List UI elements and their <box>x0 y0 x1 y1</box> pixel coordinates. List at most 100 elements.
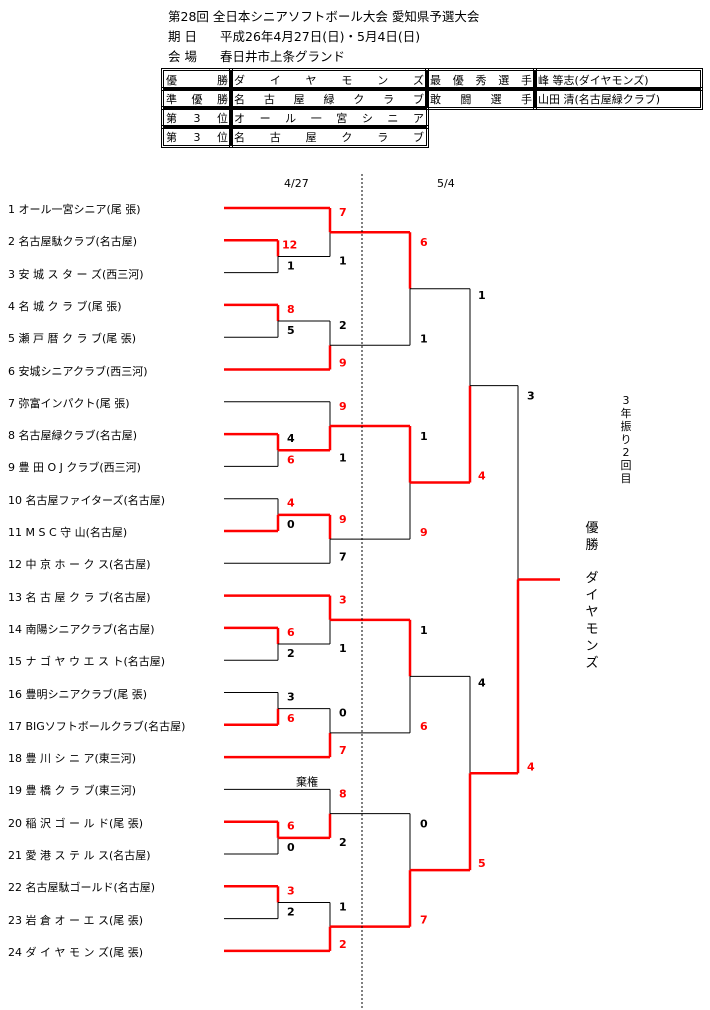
round1-date: 4/27 <box>284 177 309 190</box>
award-player: 山田 清(名古屋緑クラブ) <box>533 87 703 110</box>
team-entry: 18 豊 川 シ ニ ア(東三河) <box>8 752 137 766</box>
team-entry: 24 ダ イ ヤ モ ン ズ(尾 張) <box>8 945 144 959</box>
team-entry: 14 南陽シニアクラブ(名古屋) <box>8 622 155 636</box>
results-row: 第3位 オール一宮シニア <box>161 106 701 129</box>
award-label: 最優秀選手 <box>425 68 537 91</box>
score-label: 4 <box>478 676 486 689</box>
score-label: 2 <box>287 906 295 919</box>
score-label: 0 <box>339 707 347 720</box>
team-entry: 17 BIGソフトボールクラブ(名古屋) <box>8 719 186 733</box>
score-label: 7 <box>420 914 428 927</box>
score-label: 1 <box>287 260 295 273</box>
team-entry: 11 M S C 守 山(名古屋) <box>8 526 128 539</box>
score-label: 4 <box>287 432 295 445</box>
team-entry: 13 名 古 屋 ク ラ ブ(名古屋) <box>8 590 151 604</box>
score-label: 6 <box>420 236 428 249</box>
award-label: 敢闘選手 <box>425 87 537 110</box>
score-label: 4 <box>527 760 535 773</box>
team-entry: 3 安 城 ス タ ー ズ(西三河) <box>8 267 144 281</box>
score-label: 6 <box>420 720 428 733</box>
team-entry: 7 弥富インパクト(尾 張) <box>8 396 130 410</box>
result-label: 優勝 <box>161 68 233 91</box>
score-label: 7 <box>339 744 347 757</box>
score-label: 1 <box>420 430 428 443</box>
score-label: 12 <box>282 238 297 251</box>
score-label: 2 <box>339 836 347 849</box>
score-label: 3 <box>339 594 347 607</box>
team-entry: 1 オール一宮シニア(尾 張) <box>8 203 141 216</box>
score-label: 6 <box>287 453 295 466</box>
venue-value: 春日井市上条グランド <box>220 49 346 64</box>
results-row: 優勝 ダイヤモンズ 最優秀選手 峰 等志(ダイヤモンズ) <box>161 68 703 91</box>
team-entry: 16 豊明シニアクラブ(尾 張) <box>8 687 148 701</box>
results-row: 第3位 名古屋クラブ <box>161 125 701 148</box>
period-line: 期 日 平成26年4月27日(日)・5月4日(日) <box>168 26 420 45</box>
award-player: 峰 等志(ダイヤモンズ) <box>533 68 703 91</box>
score-label: 2 <box>287 647 295 660</box>
score-label: 6 <box>287 626 295 639</box>
score-label: 3 <box>287 884 295 897</box>
team-entry: 5 瀬 戸 暦 ク ラ ブ(尾 張) <box>8 332 137 346</box>
champion-team: ダイヤモンズ <box>585 571 599 671</box>
score-label: 7 <box>339 550 347 563</box>
team-entry: 20 稲 沢 ゴ ー ル ド(尾 張) <box>8 816 144 830</box>
result-label: 第3位 <box>161 106 233 129</box>
score-label: 5 <box>478 857 486 870</box>
venue-label: 会 場 <box>168 49 197 64</box>
score-label: 1 <box>339 642 347 655</box>
score-label: 1 <box>478 289 486 302</box>
score-label: 3 <box>287 691 295 704</box>
score-label: 0 <box>287 841 295 854</box>
score-label: 5 <box>287 324 295 337</box>
tournament-title: 第28回 全日本シニアソフトボール大会 愛知県予選大会 <box>168 9 480 24</box>
champion-label: 優勝 <box>585 521 599 553</box>
team-entry: 12 中 京 ホ ー ク ス(名古屋) <box>8 558 151 572</box>
result-team: オール一宮シニア <box>229 106 429 129</box>
period-label: 期 日 <box>168 29 197 44</box>
score-label: 2 <box>339 319 347 332</box>
result-label: 準優勝 <box>161 87 233 110</box>
score-label: 1 <box>420 624 428 637</box>
score-label: 4 <box>478 470 486 483</box>
score-label: 0 <box>287 518 295 531</box>
score-label: 1 <box>339 451 347 464</box>
period-value: 平成26年4月27日(日)・5月4日(日) <box>220 29 421 44</box>
team-entry: 2 名古屋駄クラブ(名古屋) <box>8 235 138 249</box>
score-label: 9 <box>420 526 428 539</box>
round2-date: 5/4 <box>437 177 455 190</box>
score-label: 9 <box>339 357 347 370</box>
score-label: 1 <box>420 332 428 345</box>
score-label: 6 <box>287 820 295 833</box>
score-label: 1 <box>339 254 347 267</box>
result-team: 名古屋クラブ <box>229 125 429 148</box>
score-label: 0 <box>420 818 428 831</box>
team-entry: 23 岩 倉 オ ー エ ス(尾 張) <box>8 913 144 927</box>
result-team: 名古屋緑クラブ <box>229 87 429 110</box>
venue-line: 会 場 春日井市上条グランド <box>168 46 345 65</box>
team-entry: 19 豊 橋 ク ラ ブ(東三河) <box>8 784 137 798</box>
team-entry: 15 ナ ゴ ヤ ウ エ ス ト(名古屋) <box>8 655 166 669</box>
score-label: 9 <box>339 513 347 526</box>
team-entry: 4 名 城 ク ラ ブ(尾 張) <box>8 299 122 313</box>
score-label: 9 <box>339 400 347 413</box>
result-label: 第3位 <box>161 125 233 148</box>
champion-note: 3年振り2回目 <box>620 394 632 485</box>
team-entry: 6 安城シニアクラブ(西三河) <box>8 364 148 378</box>
score-label: 2 <box>339 938 347 951</box>
team-entry: 8 名古屋緑クラブ(名古屋) <box>8 429 138 443</box>
score-label: 8 <box>339 787 347 800</box>
team-entry: 21 愛 港 ス テ ル ス(名古屋) <box>8 849 151 862</box>
score-label: 6 <box>287 712 295 725</box>
score-label: 4 <box>287 497 295 510</box>
score-label: 1 <box>339 900 347 913</box>
team-entry: 9 豊 田 O J クラブ(西三河) <box>8 461 141 475</box>
forfeit-note: 棄権 <box>296 774 318 788</box>
team-entry: 22 名古屋駄ゴールド(名古屋) <box>8 881 156 895</box>
team-entry: 10 名古屋ファイターズ(名古屋) <box>8 493 166 507</box>
results-table: 優勝 ダイヤモンズ 最優秀選手 峰 等志(ダイヤモンズ) 準優勝 名古屋緑クラブ… <box>161 68 703 148</box>
score-label: 8 <box>287 303 295 316</box>
results-row: 準優勝 名古屋緑クラブ 敢闘選手 山田 清(名古屋緑クラブ) <box>161 87 703 110</box>
result-team: ダイヤモンズ <box>229 68 429 91</box>
score-label: 3 <box>527 390 535 403</box>
